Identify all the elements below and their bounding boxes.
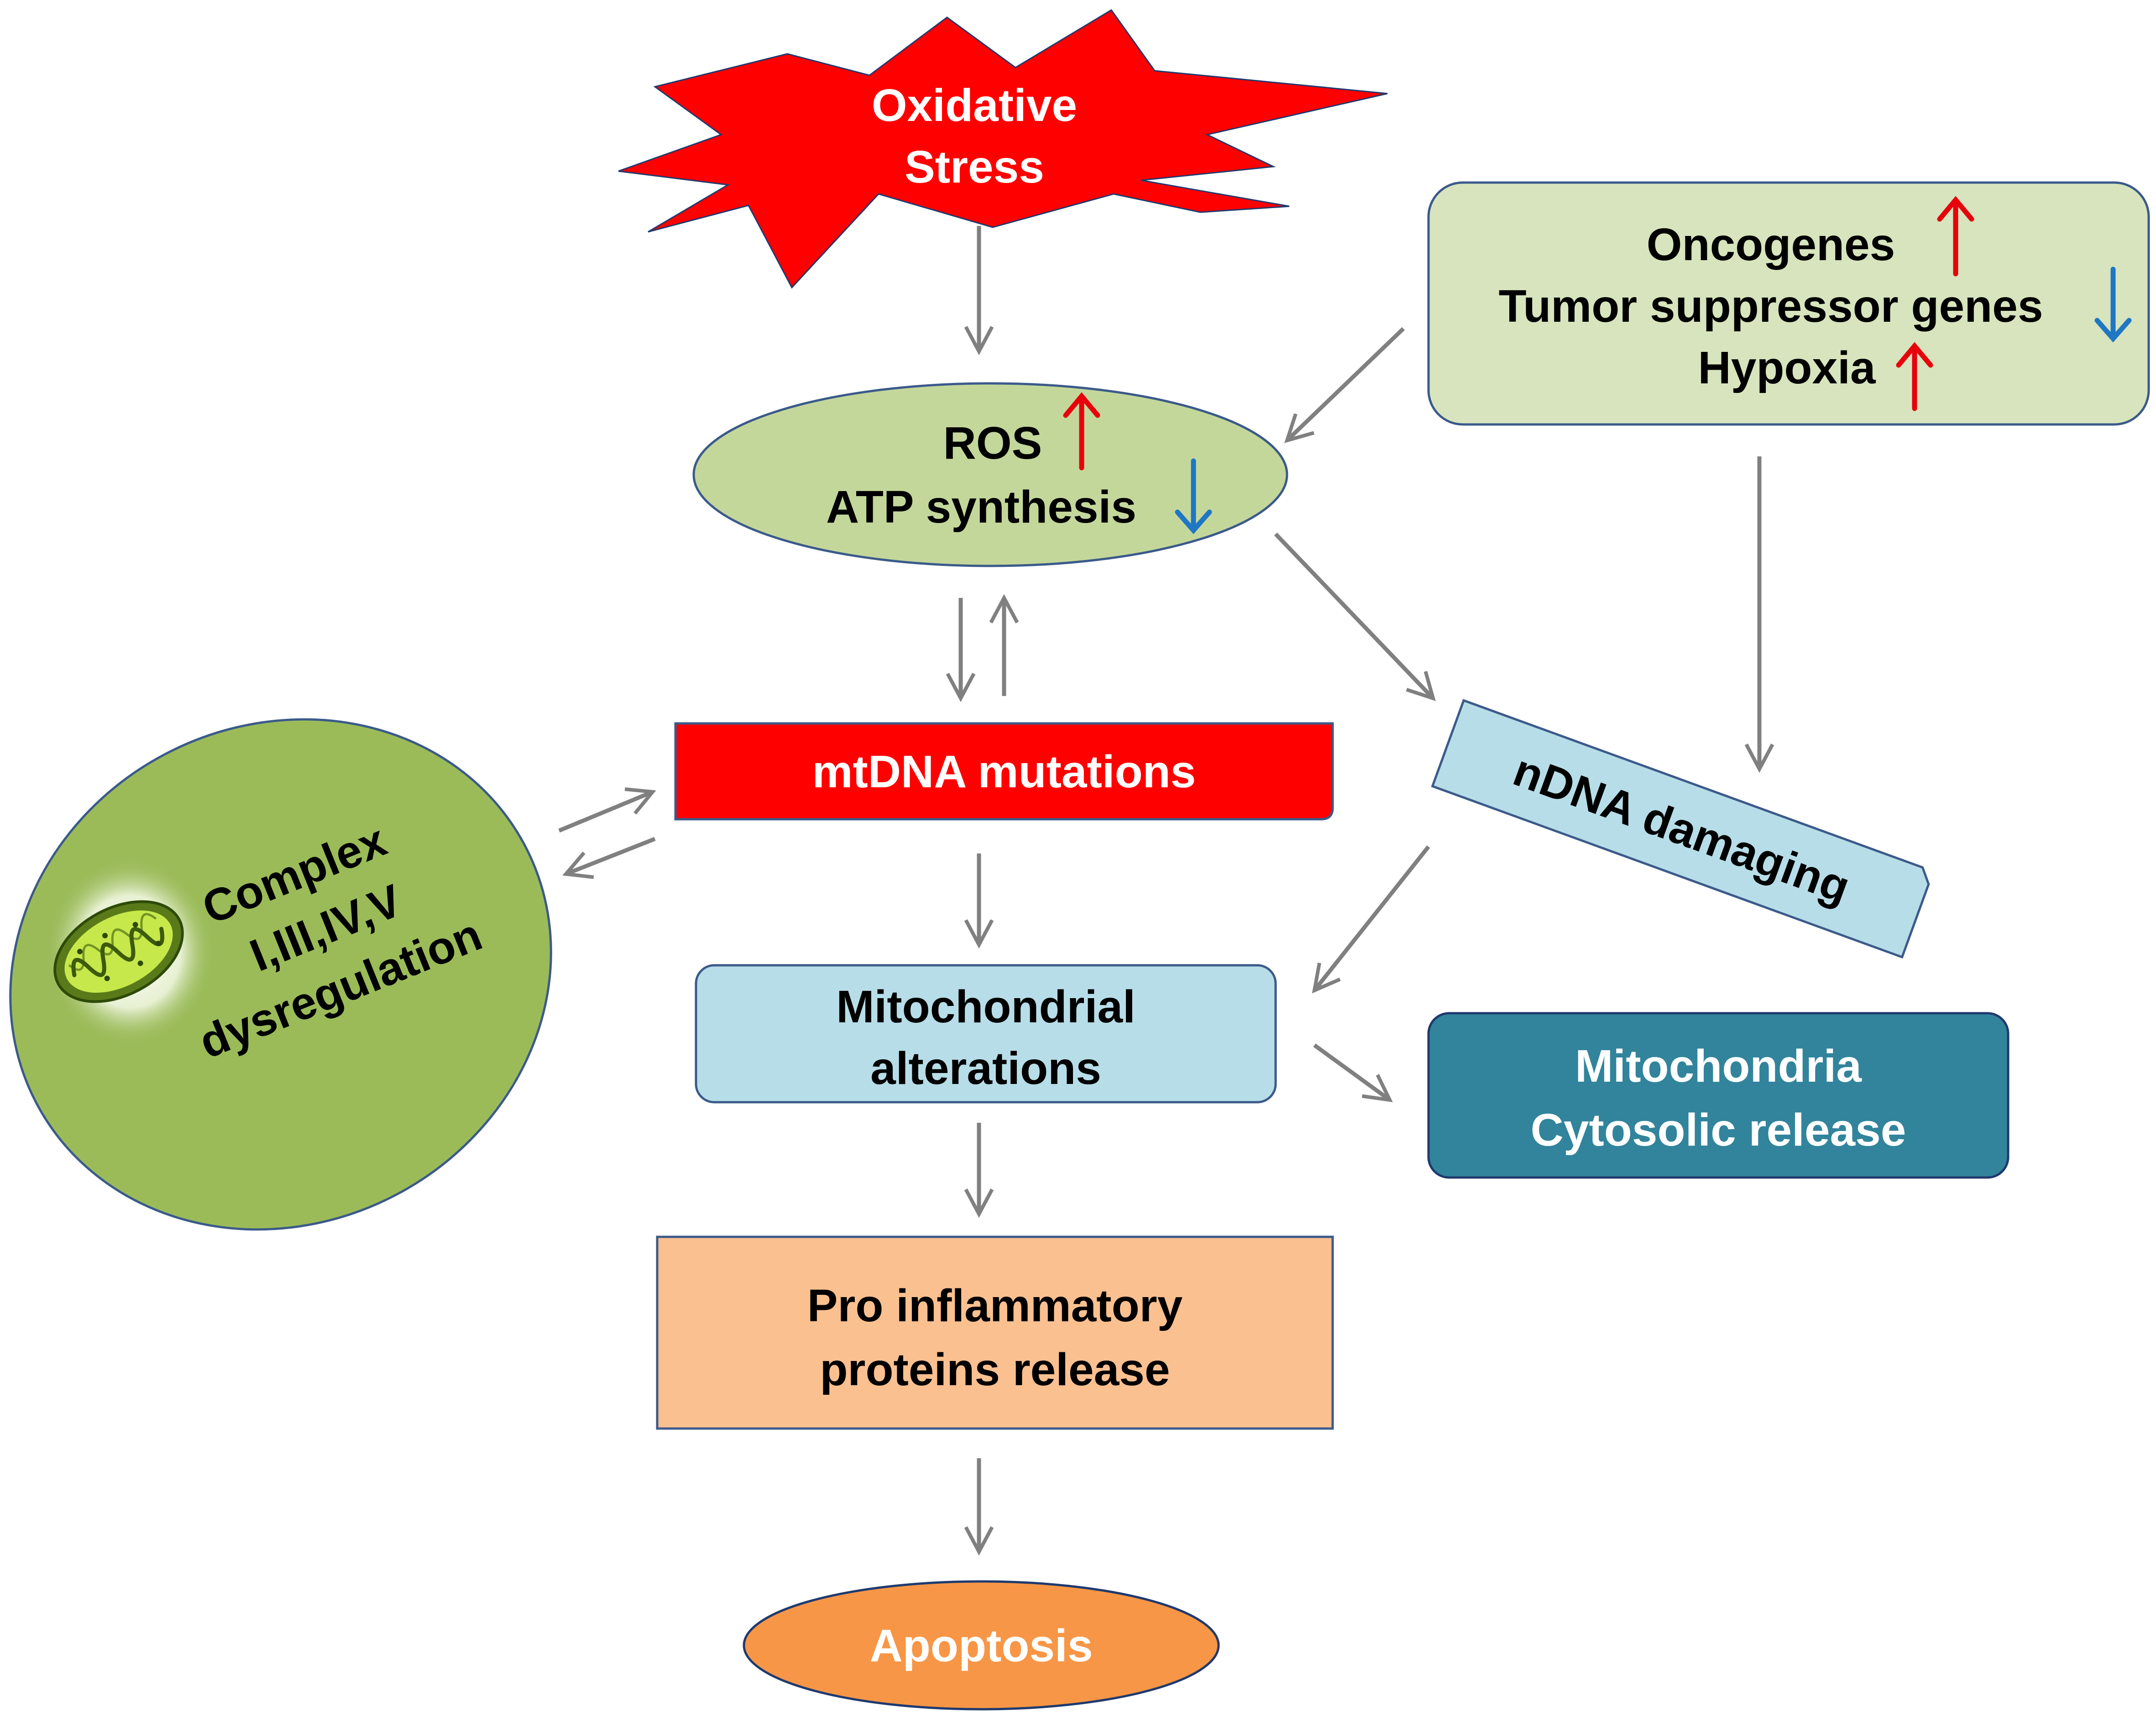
- arrow-ndna-to-mito: [1312, 845, 1430, 994]
- complex-ellipse: [9, 718, 552, 1231]
- mito-alt-line2: alterations: [870, 1043, 1101, 1094]
- oxidative-stress-line1: Oxidative: [872, 80, 1077, 131]
- complex-node: Complex I,III,IV,V dysregulation: [9, 718, 552, 1231]
- oncogenes-label: Oncogenes: [1647, 219, 1895, 270]
- ndna-node: nDNA damaging: [1431, 699, 1930, 959]
- tumor-suppressor-down-arrow-icon: [2094, 267, 2132, 343]
- mtdna-box: [674, 722, 1334, 821]
- mtdna-node: mtDNA mutations: [674, 722, 1334, 821]
- starburst-shape: [618, 9, 1388, 289]
- arrow-mtdna-to-complex: [562, 837, 656, 879]
- mito-alt-node: Mitochondrial alterations: [695, 964, 1277, 1104]
- cytosolic-box: [1427, 1012, 2009, 1179]
- atp-down-arrow-icon: [1175, 458, 1212, 534]
- ros-up-arrow-icon: [1063, 392, 1100, 471]
- arrow-genes-to-ros: [1284, 327, 1405, 443]
- mitochondrion-icon: [53, 900, 184, 1003]
- genes-node: Oncogenes Tumor suppressor genes Hypoxia: [1427, 181, 2150, 426]
- proinflam-node: Pro inflammatory proteins release: [656, 1235, 1334, 1430]
- proinflam-line1: Pro inflammatory: [807, 1280, 1183, 1331]
- oxidative-stress-node: Oxidative Stress: [618, 9, 1388, 289]
- hypoxia-up-arrow-icon: [1896, 342, 1933, 411]
- arrow-ros-to-ndna: [1274, 532, 1436, 701]
- mito-alt-box: [695, 964, 1277, 1104]
- arrow-complex-to-mtdna: [558, 787, 656, 833]
- tumor-suppressor-label: Tumor suppressor genes: [1499, 281, 2043, 332]
- proinflam-line2: proteins release: [820, 1344, 1170, 1395]
- atp-synthesis-label: ATP synthesis: [826, 482, 1136, 533]
- ros-node: ROS ATP synthesis: [692, 382, 1288, 567]
- ros-label: ROS: [943, 418, 1042, 469]
- genes-box: [1427, 181, 2150, 426]
- connectors: [558, 226, 1774, 1556]
- mito-alt-line1: Mitochondrial: [836, 981, 1136, 1032]
- oxidative-stress-line2: Stress: [905, 141, 1044, 193]
- oncogenes-up-arrow-icon: [1937, 196, 1974, 277]
- cytosolic-line2: Cytosolic release: [1531, 1104, 1906, 1156]
- ndna-box: [1431, 699, 1930, 959]
- apoptosis-ellipse: [743, 1580, 1220, 1711]
- cytosolic-node: Mitochondria Cytosolic release: [1427, 1012, 2009, 1179]
- cytosolic-line1: Mitochondria: [1575, 1041, 1862, 1092]
- arrow-mito-to-cytosolic: [1313, 1043, 1393, 1102]
- mtdna-label: mtDNA mutations: [812, 746, 1196, 797]
- apoptosis-label: Apoptosis: [870, 1620, 1093, 1671]
- ros-ellipse: [692, 382, 1288, 567]
- proinflam-box: [656, 1235, 1334, 1430]
- hypoxia-label: Hypoxia: [1698, 342, 1876, 393]
- apoptosis-node: Apoptosis: [743, 1580, 1220, 1711]
